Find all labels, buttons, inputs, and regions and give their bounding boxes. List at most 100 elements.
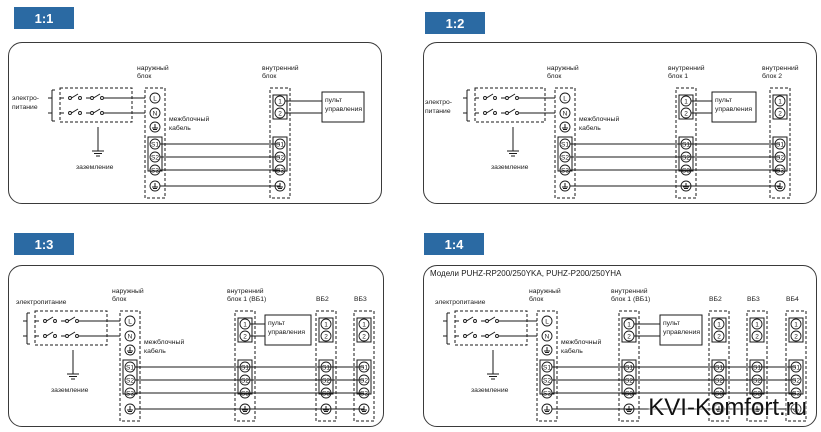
breaker-l-contact-d xyxy=(100,96,104,100)
terminal-n-label: N xyxy=(153,111,158,118)
breaker-l-contact-d xyxy=(515,96,519,100)
indoor-unit-3-terminal-s3 xyxy=(358,387,370,399)
remote-controller-box xyxy=(711,91,757,123)
indoor-unit-1-signal-terminals xyxy=(678,136,694,172)
indoor-unit-1-box xyxy=(234,310,256,422)
indoor-unit-1-terminal-ground xyxy=(274,180,286,192)
breaker-n-contact-a xyxy=(68,111,72,115)
indoor-unit-3-terminal-s1-label: S1 xyxy=(360,365,368,372)
indoor-unit-2-signal-terminals xyxy=(711,359,727,395)
indoor-unit-4-box xyxy=(785,310,807,422)
signal-terminal-block xyxy=(557,136,573,172)
models-caption: Модели PUHZ-RP200/250YKA, PUHZ-P200/250Y… xyxy=(430,269,622,278)
outdoor-unit-label: наружный xyxy=(137,64,169,72)
breaker-n-contact-b xyxy=(493,111,497,115)
indoor-unit-1-terminal-ground xyxy=(623,403,635,415)
terminal-l-label: L xyxy=(545,319,549,326)
breaker-box xyxy=(34,310,108,346)
watermark: KVI-Komfort.ru xyxy=(648,394,807,421)
interunit-cable-label: кабель xyxy=(169,124,191,132)
breaker-l-blade-a xyxy=(46,316,54,322)
indoor-unit-2-terminal-s1-label: S1 xyxy=(776,142,784,149)
indoor-unit-2-terminal-1-label: 1 xyxy=(324,322,328,329)
indoor-unit-1-terminal-s3-label: S3 xyxy=(276,168,284,175)
outdoor-unit-box xyxy=(119,310,141,422)
indoor-unit-4-terminal-s2-label: S2 xyxy=(792,378,800,385)
indoor-unit-1-terminal-s2 xyxy=(623,374,635,386)
power-supply-label: электропитание xyxy=(16,299,67,306)
breaker-n-contact-d xyxy=(515,111,519,115)
outdoor-unit-label: блок xyxy=(529,295,543,303)
indoor-unit-3-signal-terminals xyxy=(749,359,765,395)
interunit-cable-label: межблочный xyxy=(144,338,184,346)
indoor-unit-2-signal-terminals xyxy=(772,136,788,172)
breaker-n-contact-d xyxy=(100,111,104,115)
indoor-unit-2-terminal-s2 xyxy=(320,374,332,386)
indoor-unit-2-terminal-s2-label: S2 xyxy=(776,155,784,162)
signal-terminal-block xyxy=(147,136,163,172)
breaker-l-contact-c xyxy=(65,319,69,323)
ground-label: заземление xyxy=(491,164,529,171)
indoor-unit-3-terminal-ground xyxy=(751,403,763,415)
indoor-unit-2-terminal-s1 xyxy=(774,138,786,150)
breaker-n-contact-a xyxy=(463,334,467,338)
breaker-n-blade-a xyxy=(46,331,54,337)
indoor-unit-1-terminal-s2 xyxy=(274,151,286,163)
indoor-unit-2-signal-terminals xyxy=(318,359,334,395)
ratio-tab-1-4: 1:4 xyxy=(424,233,484,255)
indoor-unit-1-remote-terminals xyxy=(678,94,694,120)
wiring-panel-2: электро-питаниезаземлениенаружныйблокLNS… xyxy=(425,64,799,199)
indoor-unit-2-remote-terminals xyxy=(318,317,334,343)
indoor-unit-3-terminal-s1-label: S1 xyxy=(753,365,761,372)
indoor-unit-1-terminal-s2-label: S2 xyxy=(682,155,690,162)
indoor-unit-1-terminal-s3 xyxy=(274,164,286,176)
breaker-n-blade-a xyxy=(71,108,79,114)
indoor-unit-2-box xyxy=(315,310,337,422)
indoor-unit-1-terminal-s1-label: S1 xyxy=(241,365,249,372)
ground-label: заземление xyxy=(51,387,89,394)
indoor-unit-2-remote-terminals xyxy=(711,317,727,343)
indoor-unit-1-signal-terminals xyxy=(272,136,288,172)
terminal-s2-label: S2 xyxy=(561,155,569,162)
indoor-unit-2-terminal-2-label: 2 xyxy=(717,334,721,341)
indoor-unit-2-terminal-s2 xyxy=(713,374,725,386)
indoor-unit-2-terminal-2 xyxy=(774,107,786,119)
breaker-n-contact-a xyxy=(43,334,47,338)
indoor-unit-3-terminal-s1 xyxy=(751,361,763,373)
interunit-cable-label: кабель xyxy=(579,124,601,132)
outdoor-unit-box xyxy=(536,310,558,422)
diagram-panel-1-2 xyxy=(423,42,817,204)
remote-controller-label: пульт xyxy=(663,320,680,327)
terminal-ground-power xyxy=(124,344,136,356)
indoor-unit-2-terminal-1 xyxy=(774,95,786,107)
interunit-cable-label: межблочный xyxy=(561,338,601,346)
indoor-unit-1-terminal-s2 xyxy=(680,151,692,163)
interunit-cable-label: межблочный xyxy=(579,115,619,123)
indoor-unit-1-terminal-s1 xyxy=(274,138,286,150)
breaker-l-blade-a xyxy=(466,316,474,322)
indoor-unit-1-label: внутренний xyxy=(227,287,264,295)
breaker-l-contact-c xyxy=(505,96,509,100)
breaker-box xyxy=(474,87,546,123)
remote-controller-box xyxy=(321,91,365,123)
indoor-unit-1-terminal-s3-label: S3 xyxy=(625,391,633,398)
terminal-s3-label: S3 xyxy=(126,391,134,398)
breaker-l-contact-a xyxy=(463,319,467,323)
indoor-unit-2-terminal-2-label: 2 xyxy=(324,334,328,341)
indoor-unit-1-terminal-s3 xyxy=(239,387,251,399)
ratio-tab-1-2: 1:2 xyxy=(425,12,485,34)
terminal-l xyxy=(559,92,571,104)
power-supply-label: питание xyxy=(12,104,38,111)
indoor-unit-2-label: ВБ2 xyxy=(709,296,722,303)
wiring-panel-3: электропитаниезаземлениенаружныйблокLNS1… xyxy=(16,287,375,422)
indoor-unit-1-terminal-ground xyxy=(680,180,692,192)
power-supply-label: электро- xyxy=(12,95,39,102)
indoor-unit-3-terminal-1 xyxy=(751,318,763,330)
indoor-unit-3-terminal-2-label: 2 xyxy=(755,334,759,341)
indoor-unit-1-terminal-1-label: 1 xyxy=(243,322,247,329)
indoor-unit-2-box xyxy=(769,87,791,199)
indoor-unit-1-terminal-s3 xyxy=(680,164,692,176)
indoor-unit-1-terminal-s2 xyxy=(239,374,251,386)
indoor-unit-4-terminal-s1 xyxy=(790,361,802,373)
outdoor-unit-label: блок xyxy=(112,295,126,303)
